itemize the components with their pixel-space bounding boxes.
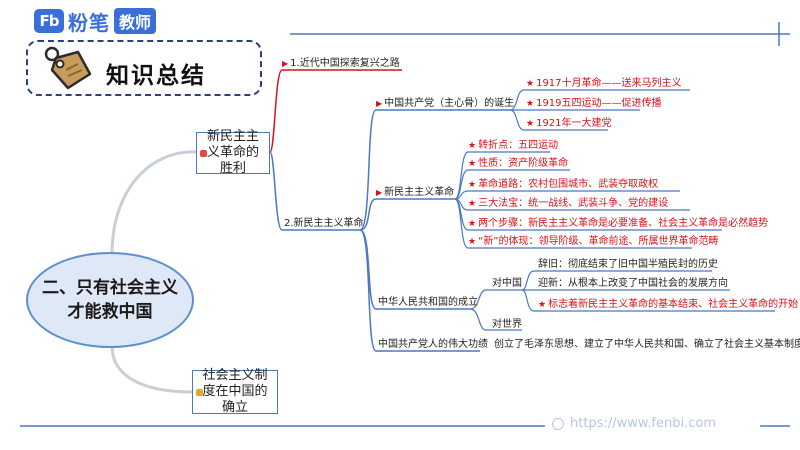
- node-revolution: 2.新民主主义革命: [284, 218, 364, 229]
- star-icon: ★: [526, 79, 535, 89]
- node-modern-path-label: 1.近代中国探索复兴之路: [290, 58, 400, 69]
- list-item: ★“新”的体现：领导阶级、革命前途、所属世界革命范畴: [468, 236, 719, 247]
- brand-logo: Fb 粉笔 教师: [34, 7, 157, 35]
- summary-frame: [26, 40, 262, 96]
- list-item: ★性质：资产阶级革命: [468, 158, 569, 169]
- flag-icon: ▶: [282, 59, 289, 68]
- list-item: ★1919五四运动——促进传播: [526, 98, 662, 109]
- star-icon: ★: [468, 159, 477, 169]
- node-new-democratic-victory: 新民主主义革命的胜利: [196, 129, 270, 176]
- list-item: ★转折点：五四运动: [468, 140, 559, 151]
- list-item: 辞旧：彻底结束了旧中国半殖民封的历史: [538, 259, 718, 270]
- brand-name: 粉笔: [68, 10, 110, 35]
- central-node: 二、只有社会主义才能救中国: [26, 252, 194, 348]
- node-party-birth-label: 中国共产党（主心骨）的诞生: [384, 98, 515, 109]
- summary-title: 知识总结: [106, 63, 206, 89]
- brand-tag: 教师: [114, 8, 157, 34]
- footer-url-text: https://www.fenbi.com: [570, 416, 717, 431]
- number-badge-1: [200, 150, 207, 157]
- star-icon: ★: [468, 219, 477, 229]
- star-icon: ★: [526, 99, 535, 109]
- star-icon: ★: [468, 237, 477, 247]
- globe-icon: [552, 417, 564, 430]
- node-modern-path: ▶1.近代中国探索复兴之路: [282, 58, 400, 70]
- star-icon: ★: [526, 119, 535, 129]
- achievements-text: 创立了毛泽东思想、建立了中华人民共和国、确立了社会主义基本制度: [494, 339, 800, 350]
- central-label: 二、只有社会主义才能救中国: [42, 278, 178, 322]
- node-new-democratic-revolution-label: 新民主主义革命: [384, 187, 455, 198]
- star-icon: ★: [538, 300, 547, 310]
- node-new-democratic-revolution: ▶新民主主义革命: [376, 187, 454, 199]
- list-item: ★1917十月革命——送来马列主义: [526, 78, 682, 89]
- footer-url: https://www.fenbi.com: [552, 416, 716, 431]
- node-prc-founding: 中华人民共和国的成立: [378, 297, 478, 308]
- list-item: ★两个步骤：新民主主义革命是必要准备、社会主义革命是必然趋势: [468, 218, 769, 229]
- node-socialist-system-label: 社会主义制度在中国的确立: [202, 368, 268, 415]
- price-tag-icon: [44, 46, 92, 90]
- node-new-democratic-victory-label: 新民主主义革命的胜利: [206, 129, 259, 176]
- number-badge-2: [196, 389, 203, 396]
- flag-icon: ▶: [376, 188, 383, 197]
- list-item: 迎新：从根本上改变了中国社会的发展方向: [538, 278, 728, 289]
- brand-mark: Fb: [34, 9, 64, 33]
- list-item: ★革命道路：农村包围城市、武装夺取政权: [468, 179, 659, 190]
- star-icon: ★: [468, 141, 477, 151]
- star-icon: ★: [468, 199, 477, 209]
- flag-icon: ▶: [376, 99, 383, 108]
- node-socialist-system: 社会主义制度在中国的确立: [192, 368, 278, 415]
- node-to-china: 对中国: [492, 278, 522, 289]
- list-item: ★三大法宝：统一战线、武装斗争、党的建设: [468, 198, 669, 209]
- list-item: ★1921年一大建党: [526, 118, 612, 129]
- node-to-world: 对世界: [492, 319, 522, 330]
- node-achievements: 中国共产党人的伟大功绩: [378, 339, 488, 350]
- list-item: ★标志着新民主主义革命的基本结束、社会主义革命的开始: [538, 299, 799, 310]
- star-icon: ★: [468, 180, 477, 190]
- node-party-birth: ▶中国共产党（主心骨）的诞生: [376, 98, 514, 110]
